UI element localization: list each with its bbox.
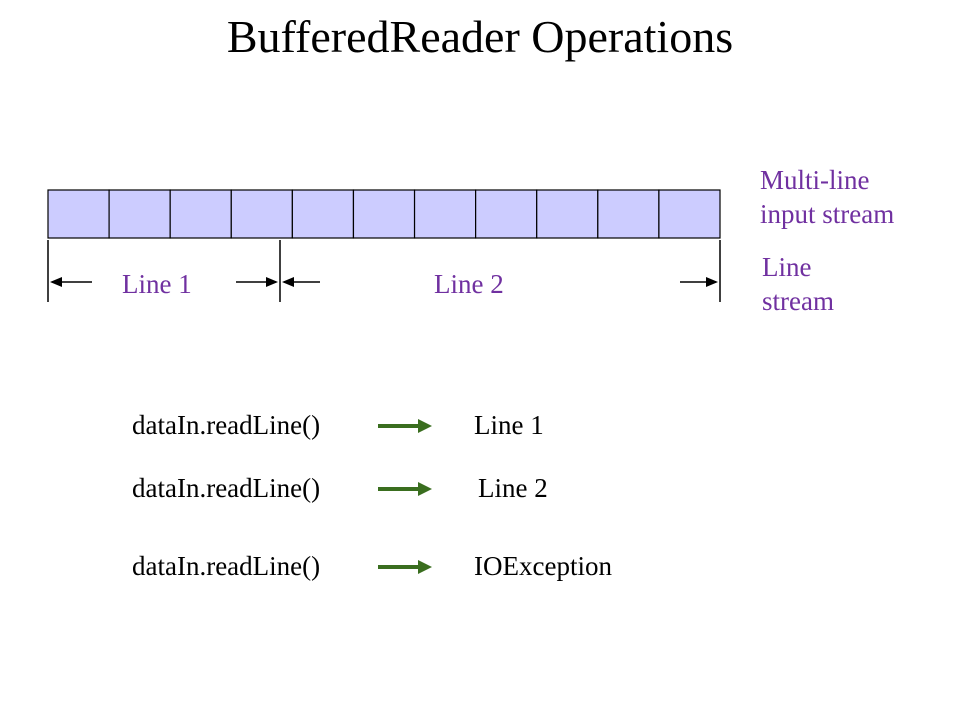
line-stream-label-line1: Line [762, 252, 812, 282]
line2-right-arrow [680, 277, 718, 287]
segment-label-line1: Line 1 [122, 269, 192, 299]
buffer-cell [658, 189, 721, 239]
op-call-1: dataIn.readLine() [132, 410, 321, 440]
buffer-cell [475, 189, 538, 239]
op-call-2: dataIn.readLine() [132, 473, 321, 503]
buffer-cell [291, 189, 355, 239]
op-arrow-2 [378, 482, 432, 496]
op-arrow-1 [378, 419, 432, 433]
stream-label-line2: input stream [760, 199, 895, 229]
buffer-cells [47, 189, 721, 239]
page-title: BufferedReader Operations [226, 11, 734, 62]
line-stream-label-line2: stream [762, 286, 834, 316]
buffer-cell [108, 189, 171, 239]
segment-label-line2: Line 2 [434, 269, 504, 299]
buffer-cell [597, 189, 660, 239]
op-arrow-3 [378, 560, 432, 574]
op-result-2: Line 2 [478, 473, 548, 503]
op-result-1: Line 1 [474, 410, 544, 440]
stream-label-line1: Multi-line [760, 165, 870, 195]
line-stream-label: Line stream [762, 250, 834, 318]
buffer-cell [536, 189, 599, 239]
line1-left-arrow [50, 277, 92, 287]
buffer-cell [169, 189, 232, 239]
line2-left-arrow [282, 277, 320, 287]
op-result-3: IOException [474, 551, 612, 581]
buffer-cell [413, 189, 477, 239]
op-call-3: dataIn.readLine() [132, 551, 321, 581]
line1-right-arrow [236, 277, 278, 287]
buffer-cell [47, 189, 110, 239]
buffer-cell [230, 189, 293, 239]
buffer-cell [352, 189, 416, 239]
multi-line-stream-label: Multi-line input stream [760, 163, 894, 231]
